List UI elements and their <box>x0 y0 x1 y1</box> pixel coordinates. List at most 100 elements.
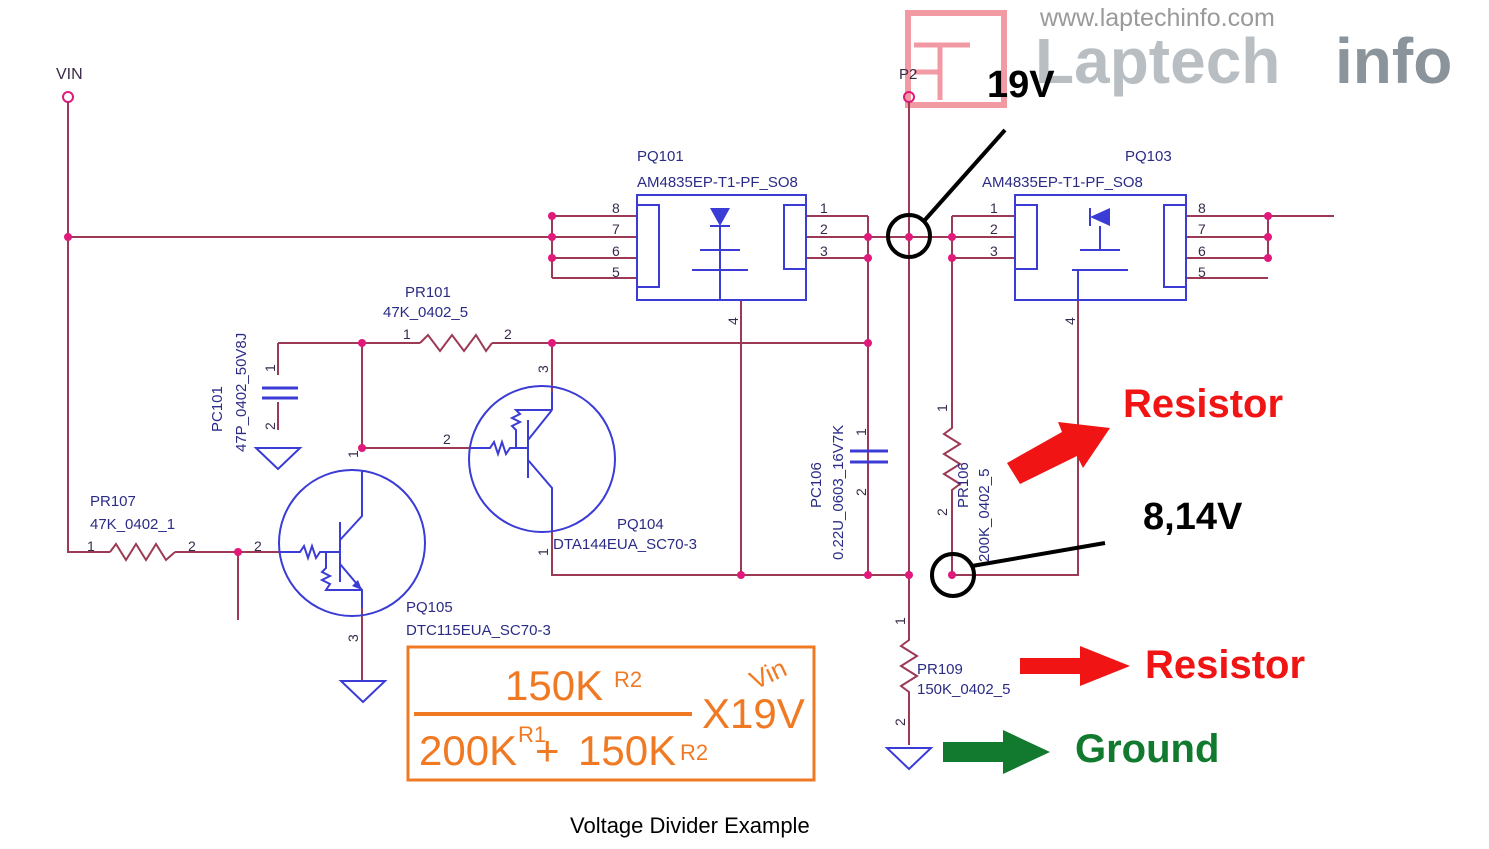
pc106-capacitor: PC106 0.22U_0603_16V7K 1 2 <box>808 425 888 560</box>
net-label-vin: VIN <box>56 66 83 83</box>
pr101-pin-1: 1 <box>403 326 411 342</box>
pc101-value: 47P_0402_50V8J <box>233 333 250 452</box>
wires <box>67 102 1334 745</box>
pr109-ref: PR109 <box>917 661 963 678</box>
pq105-pin-1: 1 <box>345 450 361 458</box>
probe-line-19v <box>922 128 1007 223</box>
pq103-pin-2: 2 <box>990 221 998 237</box>
pq101-part: AM4835EP-T1-PF_SO8 <box>637 174 798 191</box>
label-resistor-1: Resistor <box>1123 382 1283 426</box>
pr101-ref: PR101 <box>405 284 451 301</box>
pq101-pin-1: 1 <box>820 200 828 216</box>
pr106-resistor: PR106 200K_0402_5 1 2 <box>934 404 993 562</box>
pq105-ref: PQ105 <box>406 599 453 616</box>
pr109-pin-2: 2 <box>892 718 908 726</box>
pr109-pin-1: 1 <box>892 617 908 625</box>
probe-circle-19v <box>886 213 932 259</box>
label-ground: Ground <box>1075 727 1219 771</box>
pc101-ref: PC101 <box>209 386 226 432</box>
pr109-ground-icon <box>884 747 934 771</box>
pc106-value: 0.22U_0603_16V7K <box>830 425 847 560</box>
watermark: www.laptechinfo.com Laptech info <box>905 4 1452 108</box>
pc106-ref: PC106 <box>808 462 825 508</box>
formula-box: 150K R2 200K R1 + 150K R2 Vin X19V <box>406 645 816 782</box>
pq104-ref: PQ104 <box>617 516 664 533</box>
probe-line-8v <box>971 541 1106 568</box>
pq105-pin-2: 2 <box>254 538 262 554</box>
voltage-label-19v: 19V <box>987 64 1055 106</box>
formula-numerator: 150K <box>505 662 603 709</box>
arrow-icon-resistor-2 <box>1020 646 1130 686</box>
pq101-pin-8: 8 <box>612 200 620 216</box>
pr107-pin-1: 1 <box>87 538 95 554</box>
pc106-pin-1: 1 <box>853 428 869 436</box>
voltage-label-8v: 8,14V <box>1143 496 1243 538</box>
pq103-pin-7: 7 <box>1198 221 1206 237</box>
formula-r1-tag: R1 <box>518 722 546 747</box>
pr101-value: 47K_0402_5 <box>383 304 468 321</box>
pr109-value: 150K_0402_5 <box>917 681 1010 698</box>
pq103-pin-3: 3 <box>990 243 998 259</box>
pq103-pin-1: 1 <box>990 200 998 216</box>
pq105-part: DTC115EUA_SC70-3 <box>406 622 551 639</box>
pq101-mosfet: PQ101 AM4835EP-T1-PF_SO8 8 7 6 5 1 2 3 4 <box>612 148 828 325</box>
watermark-url: www.laptechinfo.com <box>1039 4 1275 32</box>
pq101-pin-4: 4 <box>725 317 741 325</box>
pq103-part: AM4835EP-T1-PF_SO8 <box>982 174 1143 191</box>
pq103-mosfet: PQ103 AM4835EP-T1-PF_SO8 1 2 3 8 7 6 5 4 <box>982 148 1206 325</box>
formula-border <box>406 645 816 782</box>
pr106-ref: PR106 <box>955 462 972 508</box>
pq101-pin-2: 2 <box>820 221 828 237</box>
probe-circle-8v <box>930 552 976 598</box>
pc101-ground-icon <box>253 447 303 471</box>
pq104-part: DTA144EUA_SC70-3 <box>553 536 697 553</box>
pq104-pin-3: 3 <box>535 365 551 373</box>
formula-r2-tag-den: R2 <box>680 740 708 765</box>
watermark-brand-right: info <box>1335 25 1452 97</box>
vin-connector <box>62 91 74 103</box>
pq105-transistor: PQ105 DTC115EUA_SC70-3 2 1 3 <box>254 450 551 704</box>
watermark-logo-inner <box>914 42 970 100</box>
formula-plus: + <box>535 727 560 774</box>
pr107-ref: PR107 <box>90 493 136 510</box>
pq101-ref: PQ101 <box>637 148 684 165</box>
pc101-pin-1: 1 <box>262 364 278 372</box>
pc106-pin-2: 2 <box>853 488 869 496</box>
pq103-pin-4: 4 <box>1062 317 1078 325</box>
formula-r2-tag: R2 <box>614 667 642 692</box>
pq103-pin-8: 8 <box>1198 200 1206 216</box>
pr107-value: 47K_0402_1 <box>90 516 175 533</box>
pq101-pin-5: 5 <box>612 264 620 280</box>
label-resistor-2: Resistor <box>1145 643 1305 687</box>
pr101-pin-2: 2 <box>504 326 512 342</box>
pq103-ref: PQ103 <box>1125 148 1172 165</box>
pr107-pin-2: 2 <box>188 538 196 554</box>
arrow-icon-ground <box>943 730 1050 774</box>
watermark-logo-mark <box>905 10 1007 108</box>
pq101-pin-6: 6 <box>612 243 620 259</box>
junction-nodes <box>64 212 1272 579</box>
formula-denominator-r1: 200K <box>419 727 517 774</box>
pq105-pin-3: 3 <box>345 634 361 642</box>
diagram-caption: Voltage Divider Example <box>570 813 810 838</box>
pq103-pin-5: 5 <box>1198 264 1206 280</box>
pc101-pin-2: 2 <box>262 422 278 430</box>
formula-denominator-r2: 150K <box>578 727 676 774</box>
annotations: 19V 8,14V Resistor Resistor Ground <box>886 64 1305 774</box>
formula-vin-tag: Vin <box>745 653 791 696</box>
pq101-pin-7: 7 <box>612 221 620 237</box>
pq103-pin-6: 6 <box>1198 243 1206 259</box>
pr107-resistor: PR107 47K_0402_1 1 2 <box>87 493 196 562</box>
net-label-p2: P2 <box>899 66 917 83</box>
pq105-ground-icon <box>338 680 388 704</box>
formula-multiplier: X19V <box>702 690 805 737</box>
pq101-pin-3: 3 <box>820 243 828 259</box>
pr106-pin-2: 2 <box>934 508 950 516</box>
arrow-icon-resistor-1 <box>1007 422 1110 484</box>
pr106-value: 200K_0402_5 <box>976 469 993 562</box>
pq104-pin-2: 2 <box>443 431 451 447</box>
pq104-pin-1: 1 <box>535 548 551 556</box>
pq104-transistor: PQ104 DTA144EUA_SC70-3 2 3 1 <box>443 365 697 556</box>
pc101-capacitor: PC101 47P_0402_50V8J 1 2 <box>209 333 303 471</box>
